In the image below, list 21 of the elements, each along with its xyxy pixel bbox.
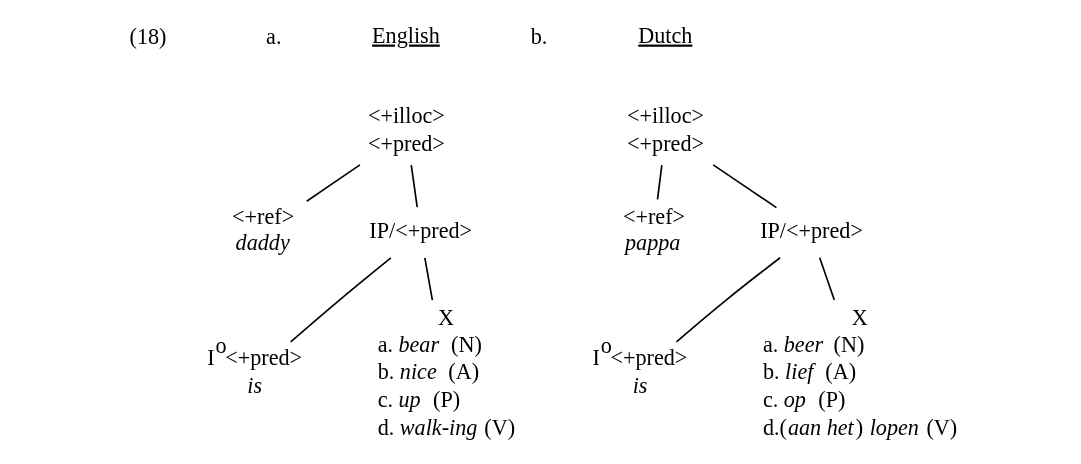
connector <box>656 164 663 201</box>
connector <box>712 164 778 209</box>
connector <box>818 257 836 301</box>
label: English <box>372 22 440 48</box>
node-text: X a. beer (N) b. lief (A) c. op (P) d.(aan het) lopen (V) <box>762 305 958 440</box>
label: a. <box>266 23 282 49</box>
label: Dutch <box>638 22 693 48</box>
node-text: <+ref> pappa <box>622 204 686 256</box>
connector <box>289 257 392 343</box>
node-text: <+illoc> <+pred> <box>627 102 704 156</box>
connector <box>305 164 361 202</box>
connector <box>675 256 781 343</box>
label: (18) <box>129 23 167 49</box>
connector <box>410 164 419 208</box>
node-text: IP/<+pred> <box>369 217 473 243</box>
connector <box>424 257 434 301</box>
node-text: IP/<+pred> <box>760 217 863 243</box>
node-text: X a. bear (N) b. nice (A) c. up (P) d. walk-ing (V) <box>377 305 516 440</box>
node-text: <+ref> daddy <box>232 204 295 256</box>
node-text: <+illoc> <+pred> <box>367 102 445 156</box>
label: b. <box>530 23 548 49</box>
